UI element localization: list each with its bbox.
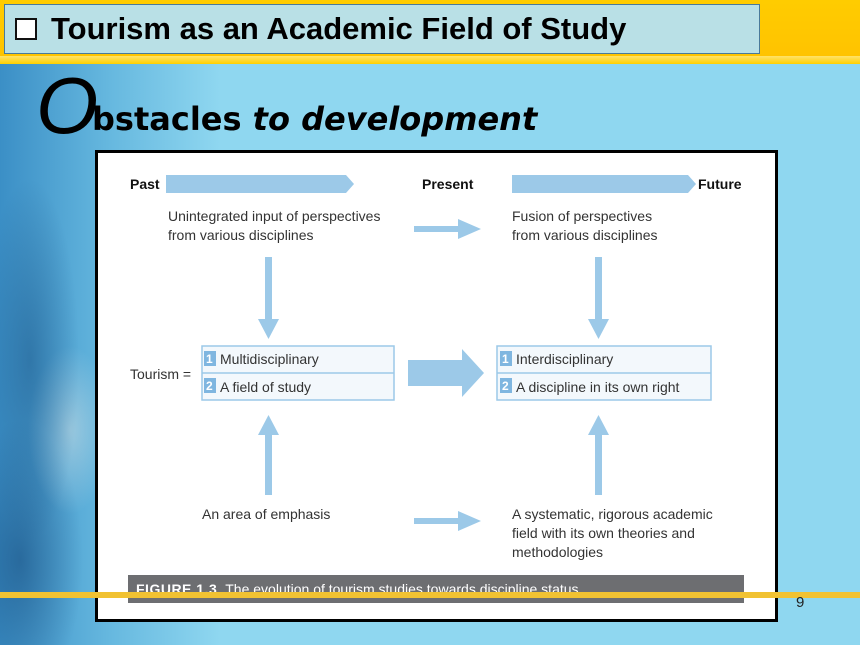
- arrow-big-middle: [408, 349, 484, 397]
- left-top-line-1: Unintegrated input of perspectives: [168, 208, 380, 224]
- slide-title: Tourism as an Academic Field of Study: [51, 11, 627, 46]
- right-top-line-2: from various disciplines: [512, 227, 658, 243]
- left-badge-2: [204, 378, 216, 393]
- arrow-up-right: [588, 415, 609, 495]
- arrow-right-bottom: [414, 511, 481, 531]
- left-box-item-2: A field of study: [220, 379, 311, 395]
- timeline-arrow-past-present: [166, 175, 354, 193]
- right-box-item-1: Interdisciplinary: [516, 351, 613, 367]
- right-bottom-line-3: methodologies: [512, 544, 603, 560]
- left-badge-1: [204, 351, 216, 366]
- heading-text: bstacles to development: [92, 100, 537, 138]
- right-box-item-2: A discipline in its own right: [516, 379, 680, 395]
- left-top-line-2: from various disciplines: [168, 227, 314, 243]
- heading-italic-part: to development: [252, 100, 538, 138]
- right-badge-2-num: 2: [502, 379, 509, 393]
- right-badge-1: [500, 351, 512, 366]
- slide-heading: O bstacles to development: [36, 66, 636, 146]
- evolution-diagram: Past Present Future Unintegrated input o…: [130, 175, 742, 560]
- heading-bold-part: bstacles: [92, 100, 242, 138]
- right-bottom-line-2: field with its own theories and: [512, 525, 695, 541]
- bottom-gold-line: [0, 592, 860, 598]
- right-bottom-line-1: A systematic, rigorous academic: [512, 506, 713, 522]
- left-box-item-1: Multidisciplinary: [220, 351, 319, 367]
- timeline-arrow-present-future: [512, 175, 696, 193]
- figure-caption: FIGURE 1.3 The evolution of tourism stud…: [128, 575, 744, 603]
- figure-frame: Past Present Future Unintegrated input o…: [95, 150, 778, 622]
- left-definition-box: 1 Multidisciplinary 2 A field of study: [201, 345, 395, 401]
- left-bottom-line-1: An area of emphasis: [202, 506, 330, 522]
- title-band-stripe: [0, 56, 860, 64]
- arrow-right-top: [414, 219, 481, 239]
- right-badge-2: [500, 378, 512, 393]
- page-number: 9: [796, 594, 805, 611]
- right-top-line-1: Fusion of perspectives: [512, 208, 652, 224]
- left-badge-2-num: 2: [206, 379, 213, 393]
- timeline-label-future: Future: [698, 176, 742, 192]
- right-definition-box: 1 Interdisciplinary 2 A discipline in it…: [496, 345, 712, 401]
- timeline-label-present: Present: [422, 176, 474, 192]
- timeline-label-past: Past: [130, 176, 160, 192]
- tourism-label: Tourism =: [130, 366, 191, 382]
- right-badge-1-num: 1: [502, 352, 509, 366]
- slide-title-box: Tourism as an Academic Field of Study: [4, 4, 760, 54]
- checkbox-bullet-icon: [15, 18, 37, 40]
- arrow-down-right: [588, 257, 609, 339]
- left-badge-1-num: 1: [206, 352, 213, 366]
- arrow-down-left: [258, 257, 279, 339]
- heading-drop-cap: O: [36, 61, 99, 150]
- arrow-up-left: [258, 415, 279, 495]
